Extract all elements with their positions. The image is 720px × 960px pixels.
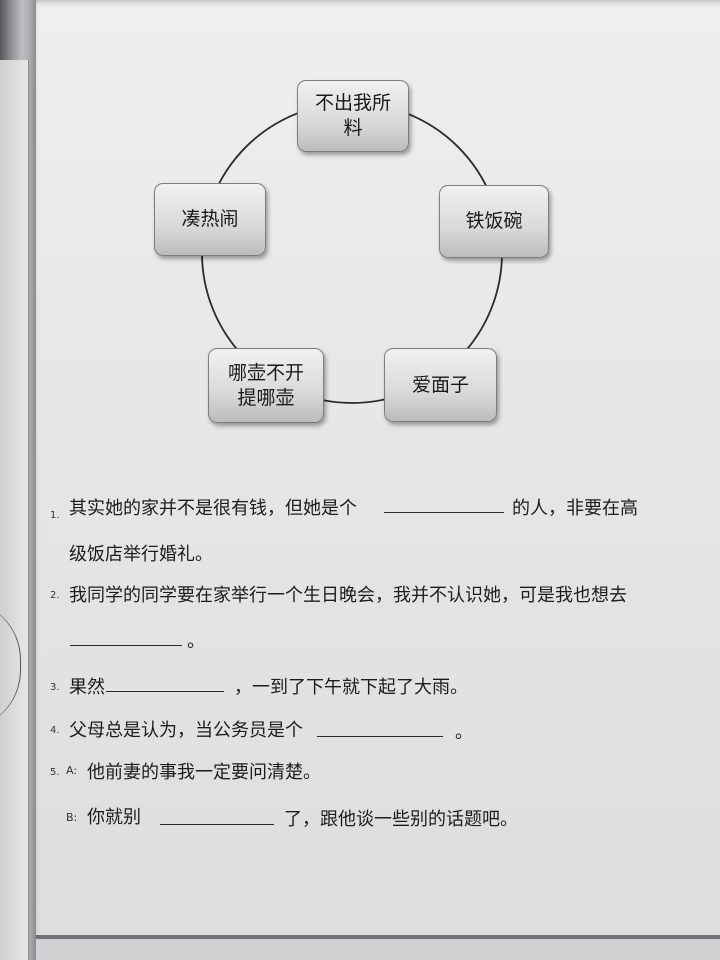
question-2-text-b: 。 [187,631,205,652]
idiom-node-4: 哪壶不开 提哪壶 [208,348,324,423]
question-3-text-b: ，一到了下午就下起了大雨。 [234,677,468,698]
question-1-text-c: 级饭店举行婚礼。 [69,544,213,565]
question-4-number: 4. [50,725,60,736]
workbook-page [36,0,720,960]
question-5-speaker-b-text-b: 了，跟他谈一些别的话题吧。 [284,809,518,830]
question-1-number: 1. [50,510,60,521]
question-5-blank[interactable] [160,824,274,825]
question-2-text-a: 我同学的同学要在家举行一个生日晚会，我并不认识她，可是我也想去 [69,585,627,606]
question-1-text-a: 其实她的家并不是很有钱，但她是个 [69,498,357,519]
speaker-b-label: B: [66,811,78,824]
question-4-text-a: 父母总是认为，当公务员是个 [69,720,303,741]
question-2-blank[interactable] [70,645,182,646]
question-3-number: 3. [50,682,60,693]
idiom-node-1-line1: 不出我所 [314,92,391,114]
question-2-number: 2. [50,590,60,601]
idiom-node-3: 铁饭碗 [439,185,549,258]
question-1-blank[interactable] [384,512,504,513]
question-4-blank[interactable] [317,736,443,737]
question-3-blank[interactable] [106,691,224,692]
question-5-speaker-a-text: 他前妻的事我一定要问清楚。 [87,762,321,783]
idiom-node-3-line1: 铁饭碗 [465,210,523,232]
question-3-text-a: 果然 [69,677,105,698]
speaker-a-label: A: [66,764,78,777]
idiom-node-5-line1: 爱面子 [411,373,469,396]
question-5-number: 5. [50,767,60,778]
left-page-edge [0,60,29,960]
idiom-node-2: 凑热闹 [154,183,266,256]
question-5-speaker-b-text-a: 你就别 [87,807,141,828]
page-bottom-edge [36,935,720,960]
idiom-node-4-line2: 提哪壶 [237,386,295,409]
left-page-curve [0,600,21,730]
idiom-node-4-line1: 哪壶不开 [227,361,304,384]
idiom-node-2-line1: 凑热闹 [181,208,239,230]
idiom-node-1-line2: 料 [343,117,363,139]
question-1-text-b: 的人，非要在高 [512,498,638,519]
question-4-text-b: 。 [455,722,473,743]
idiom-node-1: 不出我所 料 [297,80,409,152]
idiom-node-5: 爱面子 [384,348,497,422]
